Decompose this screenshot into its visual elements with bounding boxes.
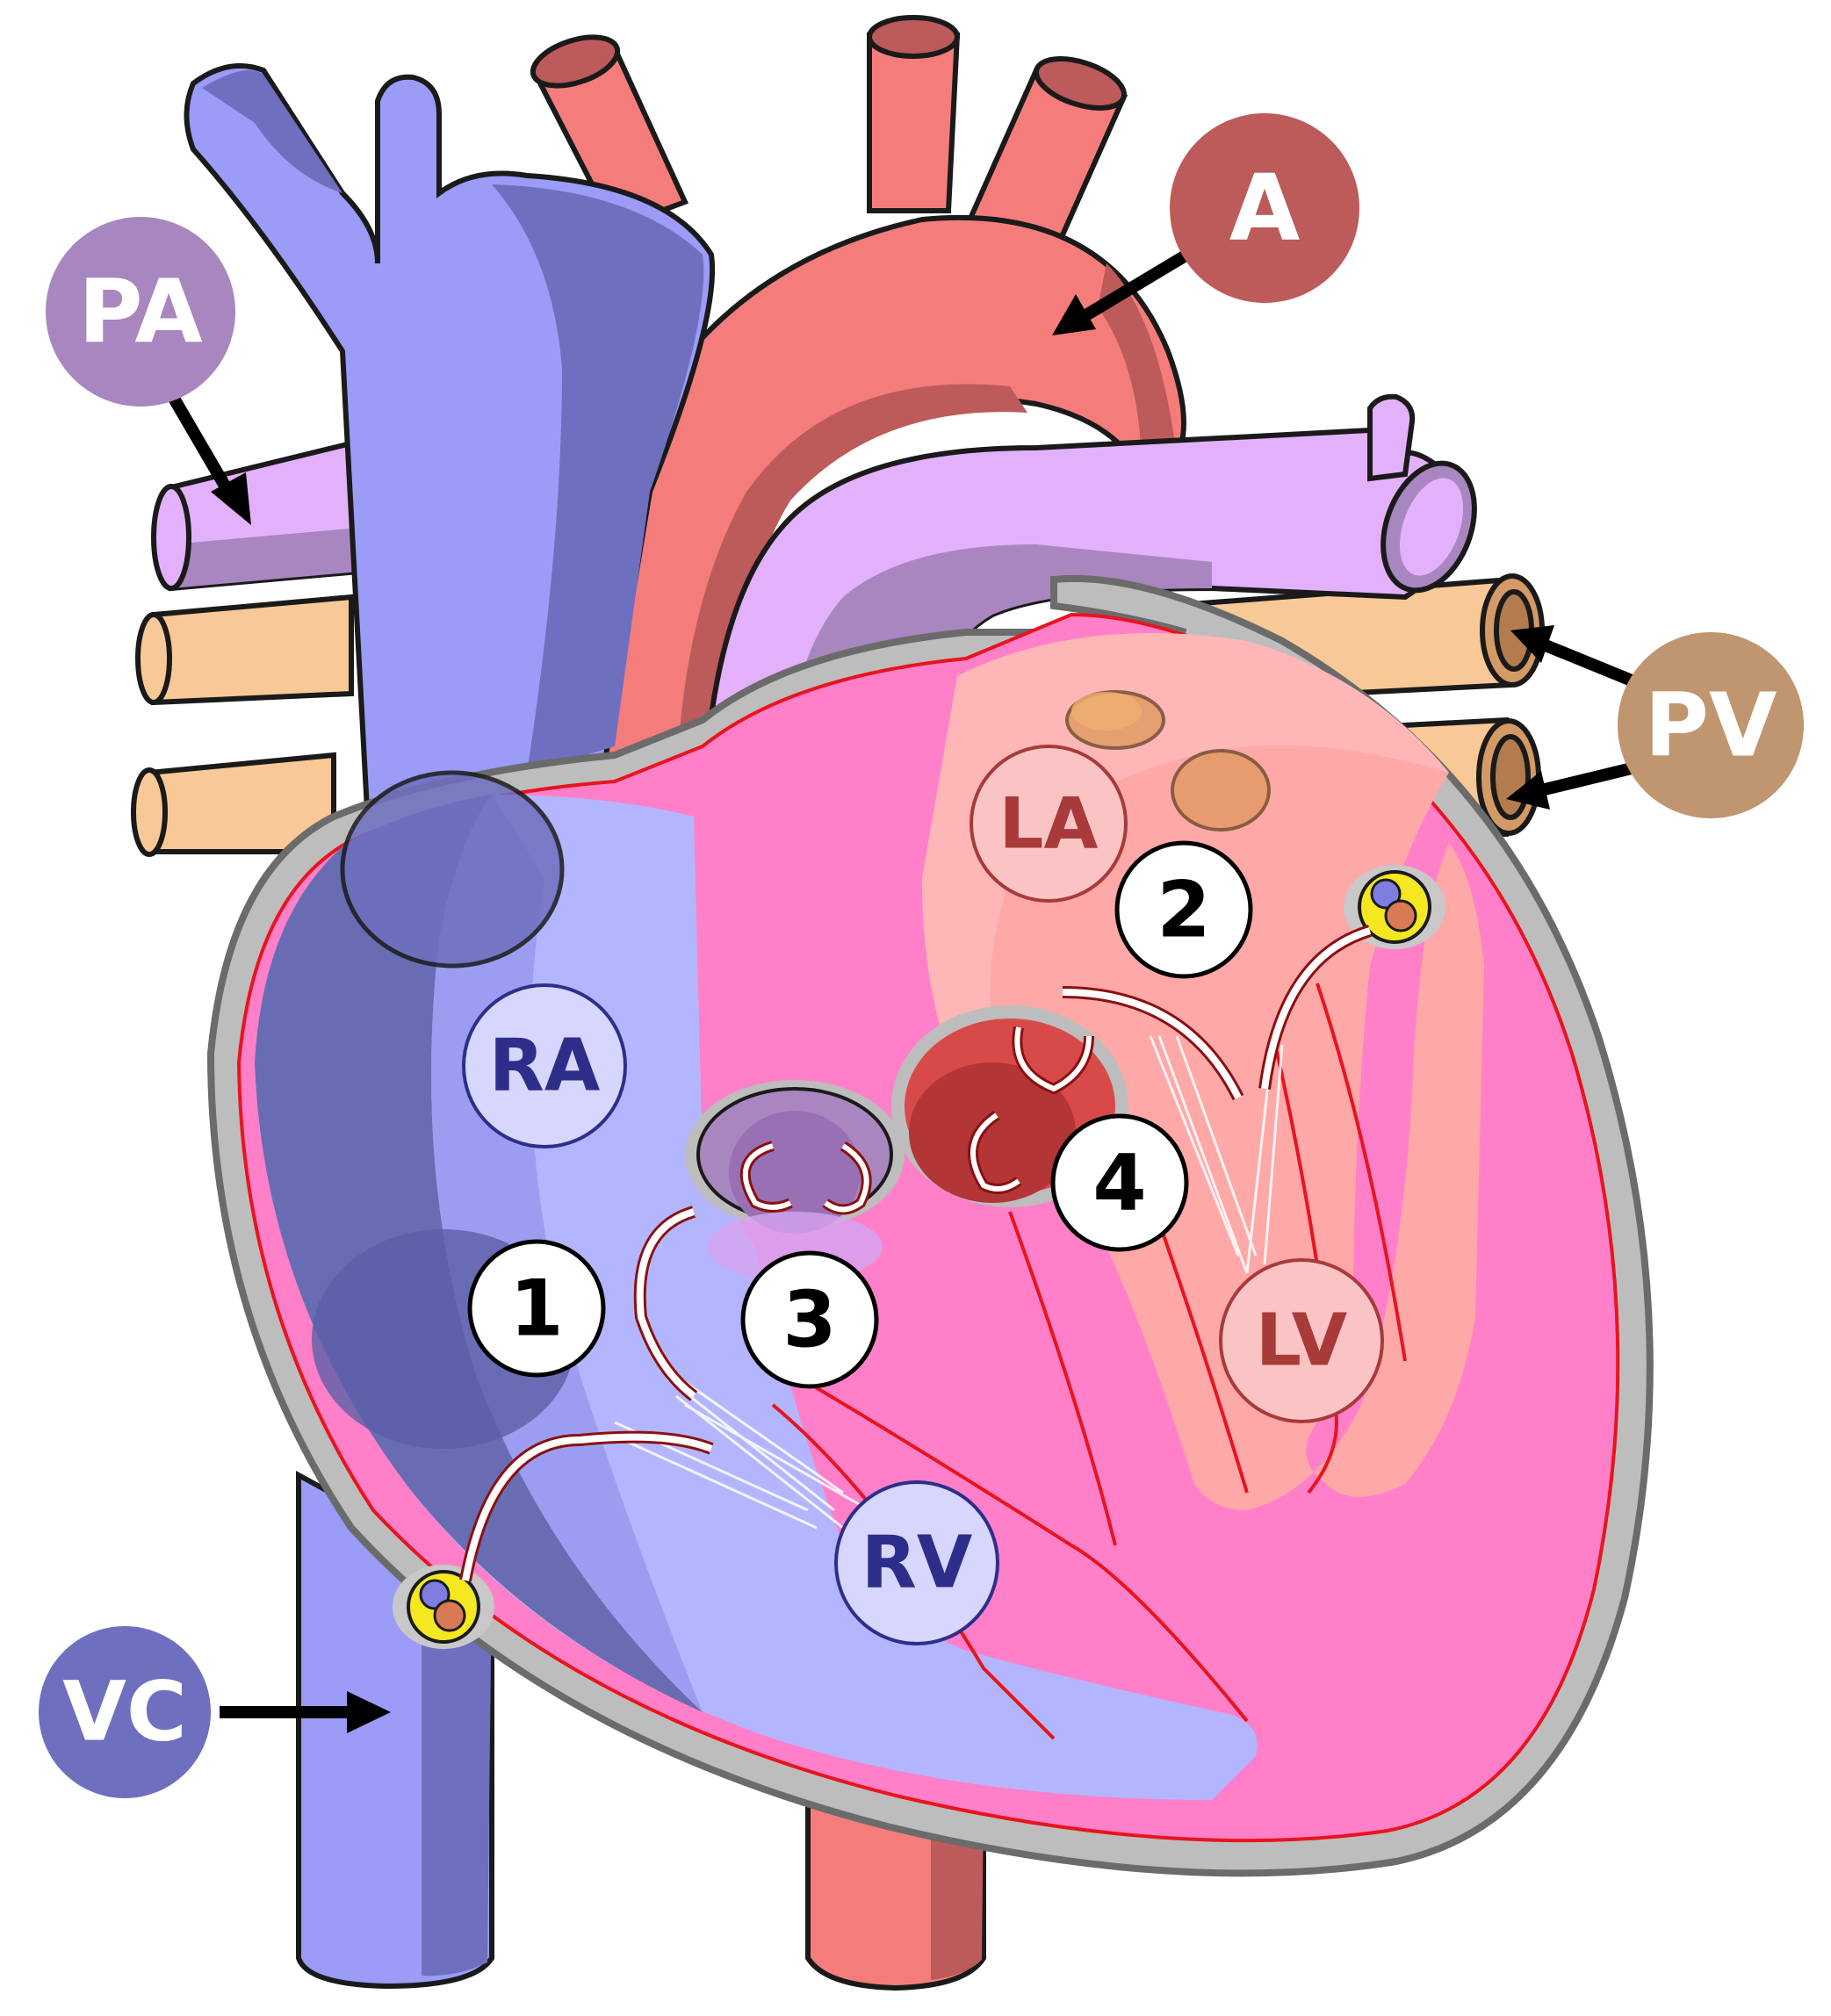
svg-text:LA: LA [999,783,1099,865]
label-lv: LV [1219,1258,1384,1423]
svg-text:PV: PV [1645,674,1777,777]
arrows [161,244,1634,1733]
label-la: LA [970,745,1128,903]
label-4: 4 [1050,1113,1189,1252]
mitral-valve [1062,925,1373,1101]
arrow-pv-lower [1539,762,1633,796]
svg-text:RA: RA [489,1025,601,1108]
pulmonary-artery-left [151,436,371,592]
svg-text:VC: VC [62,1665,187,1760]
coronary-vessels-left [393,1565,494,1649]
pulmonary-valve [685,1080,905,1282]
label-pv: PV [1618,632,1804,818]
svg-text:RV: RV [861,1522,973,1605]
label-vc: VC [39,1626,211,1798]
label-rv: RV [834,1480,999,1645]
label-a: A [1170,113,1359,303]
svg-text:3: 3 [782,1275,836,1365]
arrow-a [1081,244,1198,322]
svc-opening [340,770,565,968]
svg-text:PA: PA [78,261,203,364]
arrow-pv-upper [1543,639,1634,687]
label-pa: PA [46,217,235,407]
arrow-pa [161,383,234,495]
label-1: 1 [467,1239,606,1378]
label-ra: RA [462,983,627,1148]
svg-text:LV: LV [1256,1300,1348,1383]
tricuspid-valve [459,1206,714,1582]
pulmonary-veins-left [131,594,354,857]
label-3: 3 [740,1250,879,1389]
svg-text:2: 2 [1157,865,1210,955]
chordae-tendineae [614,1035,1284,1530]
svg-text:1: 1 [509,1264,563,1354]
coronary-vessels-right [1344,865,1445,949]
svg-text:4: 4 [1092,1138,1146,1228]
svg-text:A: A [1229,155,1301,262]
superior-vena-cava [184,63,716,847]
label-2: 2 [1114,840,1253,979]
